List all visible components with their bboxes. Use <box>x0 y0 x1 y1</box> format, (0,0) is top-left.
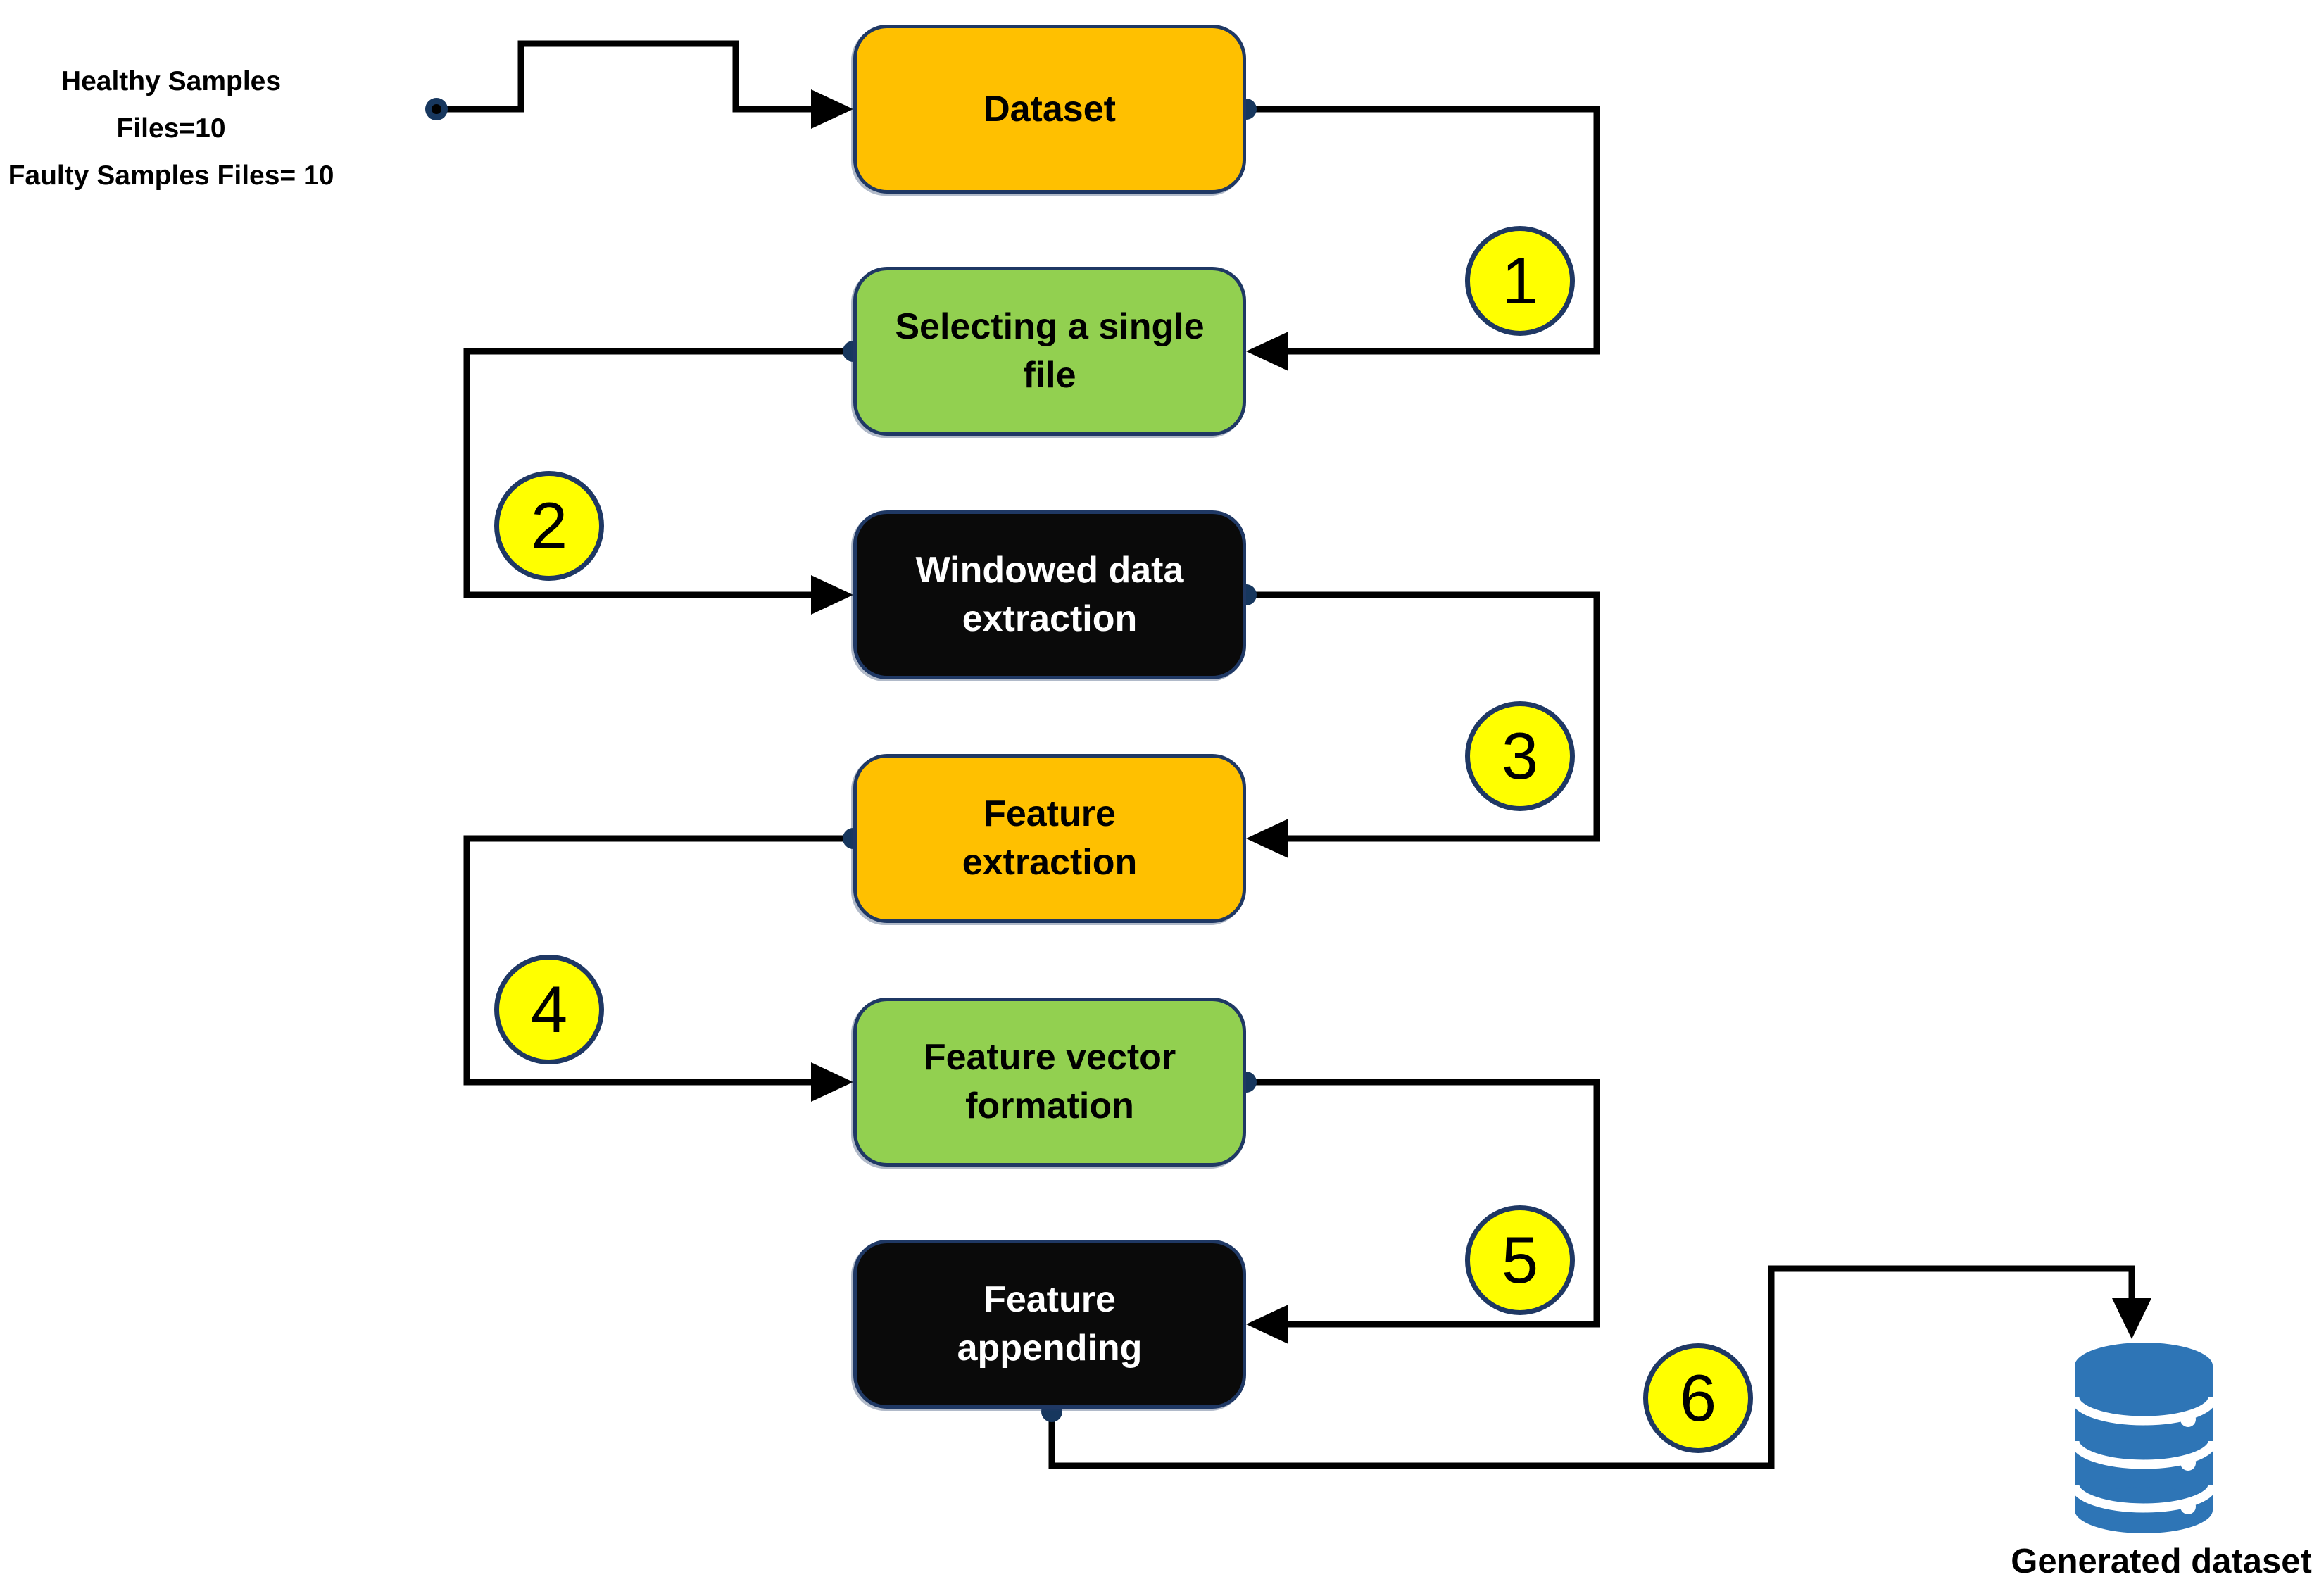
arrowhead-into-vector-formation-icon <box>811 1062 853 1102</box>
database-separators <box>2070 1397 2218 1513</box>
connector-6 <box>1048 1265 2135 1469</box>
database-led-dots <box>2180 1412 2196 1514</box>
node-windowed-data-extraction: Windowed data extraction <box>853 510 1246 679</box>
arrowhead-into-dataset-icon <box>811 89 853 129</box>
node-selecting-a-single-file: Selecting a single file <box>853 267 1246 436</box>
step-badge-6: 6 <box>1643 1343 1753 1453</box>
input-files-label: Healthy Samples Files=10 Faulty Samples … <box>8 66 334 191</box>
step-badge-5: 5 <box>1465 1205 1575 1315</box>
arrowheads <box>811 89 2151 1344</box>
arrowhead-into-feature-extraction-icon <box>1246 819 1288 858</box>
connectors <box>436 40 2135 1469</box>
connector-4 <box>463 835 853 1086</box>
step-badge-2: 2 <box>494 471 604 581</box>
arrowhead-into-selecting-icon <box>1246 332 1288 371</box>
connector-1 <box>1246 106 1600 355</box>
connector-input <box>436 40 815 113</box>
connector-3 <box>1246 591 1600 842</box>
arrowhead-into-feature-appending-icon <box>1246 1305 1288 1344</box>
connector-2 <box>463 348 853 598</box>
connection-dot-core-icon <box>432 104 441 114</box>
node-feature-appending: Feature appending <box>853 1240 1246 1409</box>
generated-dataset-label: Generated dataset <box>2011 1542 2312 1581</box>
connector-5 <box>1246 1079 1600 1328</box>
node-feature-extraction: Feature extraction <box>853 754 1246 923</box>
database-body <box>2075 1366 2213 1510</box>
database-icon <box>2070 1343 2218 1533</box>
arrowhead-into-database-icon <box>2112 1298 2151 1339</box>
step-badge-3: 3 <box>1465 701 1575 811</box>
node-feature-vector-formation: Feature vector formation <box>853 998 1246 1167</box>
node-dataset: Dataset <box>853 25 1246 194</box>
step-badge-4: 4 <box>494 955 604 1064</box>
arrowhead-into-windowed-icon <box>811 575 853 615</box>
step-badge-1: 1 <box>1465 226 1575 336</box>
